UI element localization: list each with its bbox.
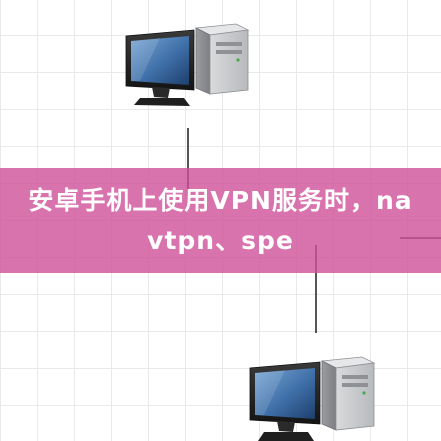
desktop-computer-icon xyxy=(249,356,376,441)
desktop-computer-icon xyxy=(125,23,250,106)
title-banner: 安卓手机上使用VPN服务时，navtpn、spe xyxy=(0,168,441,273)
computer-top xyxy=(125,23,250,106)
computer-bottom xyxy=(249,356,376,441)
banner-title: 安卓手机上使用VPN服务时，navtpn、spe xyxy=(28,185,413,255)
